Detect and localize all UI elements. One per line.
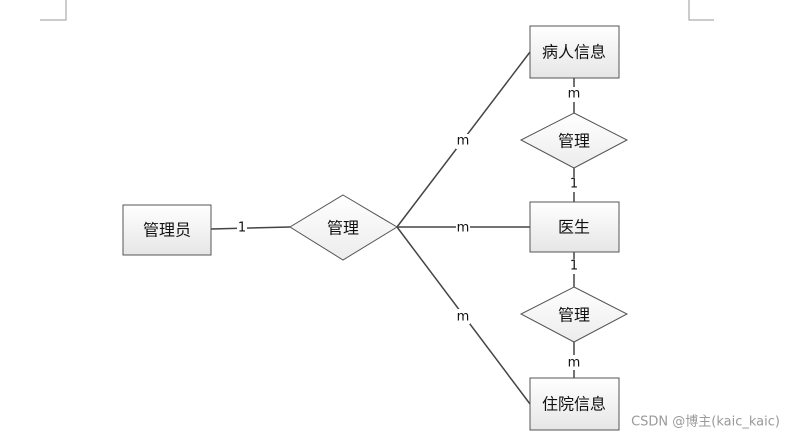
corner-mark-left	[40, 0, 67, 21]
card-doctor-bottom-bg	[568, 259, 580, 274]
entity-patient: 病人信息	[529, 25, 620, 79]
card-top-doctor: 1	[570, 177, 578, 192]
entity-patient-label: 病人信息	[542, 43, 606, 62]
relationship-main-label: 管理	[327, 219, 359, 238]
card-main-hospital: m	[457, 310, 470, 325]
relationship-top: 管理	[519, 112, 629, 169]
entity-doctor-box	[529, 201, 620, 253]
card-top-doctor-bg	[568, 177, 580, 192]
relationship-main: 管理	[289, 194, 398, 261]
card-patient-top: m	[568, 87, 581, 102]
card-admin-main-bg	[237, 220, 247, 236]
corner-mark-right	[688, 0, 714, 21]
card-admin-main: 1	[238, 221, 246, 236]
page-corner-marks	[40, 0, 714, 21]
entity-patient-box	[529, 25, 620, 79]
card-doctor-bottom: 1	[570, 259, 578, 274]
entity-hospital: 住院信息	[529, 377, 620, 431]
card-patient-top-bg	[567, 87, 581, 102]
card-main-patient: m	[457, 134, 470, 149]
entity-doctor: 医生	[529, 201, 620, 253]
relationship-bottom-diamond	[519, 286, 629, 343]
relationship-bottom: 管理	[519, 286, 629, 343]
card-bottom-hospital-bg	[567, 355, 581, 370]
entity-hospital-label: 住院信息	[542, 395, 606, 414]
watermark: CSDN @博主(kaic_kaic)	[631, 415, 780, 430]
relationship-main-diamond	[289, 194, 398, 261]
relationship-top-label: 管理	[558, 132, 590, 151]
card-main-patient-bg	[456, 134, 470, 149]
relationship-top-diamond	[519, 112, 629, 169]
entity-admin: 管理员	[122, 204, 212, 256]
entity-doctor-label: 医生	[558, 218, 590, 237]
entity-admin-label: 管理员	[143, 221, 191, 240]
card-main-doctor: m	[457, 221, 470, 236]
entity-admin-box	[122, 204, 212, 256]
cardinalities: 1 m m m m 1 1 m	[237, 87, 581, 371]
relationship-bottom-label: 管理	[558, 306, 590, 325]
entity-hospital-box	[529, 377, 620, 431]
edge-admin-main	[210, 226, 291, 230]
card-main-hospital-bg	[456, 309, 470, 324]
card-bottom-hospital: m	[568, 356, 581, 371]
card-main-doctor-bg	[456, 220, 470, 235]
